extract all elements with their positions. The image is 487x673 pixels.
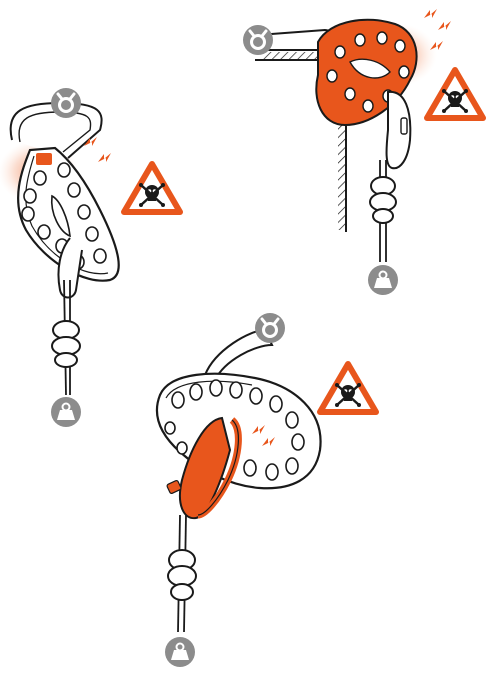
- danger-skull-icon: [124, 164, 180, 212]
- lightning-bolt-icon: [424, 9, 437, 18]
- anchor-icon: [51, 88, 81, 118]
- stress-point: [36, 153, 52, 165]
- scene-right: [243, 9, 483, 295]
- lightning-bolt-icon: [438, 21, 451, 30]
- load-icon: [165, 637, 195, 667]
- load-icon: [51, 397, 81, 427]
- anchor-icon: [243, 25, 273, 55]
- scene-left: [0, 88, 180, 427]
- lightning-bolt-icon: [98, 153, 111, 162]
- danger-skull-icon: [320, 364, 376, 412]
- figure-eight-knot: [168, 550, 196, 600]
- danger-skull-icon: [427, 70, 483, 118]
- anchor-icon: [255, 313, 285, 343]
- figure-eight-knot: [370, 177, 396, 223]
- figure-eight-knot: [52, 321, 80, 367]
- scene-center: [157, 313, 376, 667]
- load-icon: [368, 265, 398, 295]
